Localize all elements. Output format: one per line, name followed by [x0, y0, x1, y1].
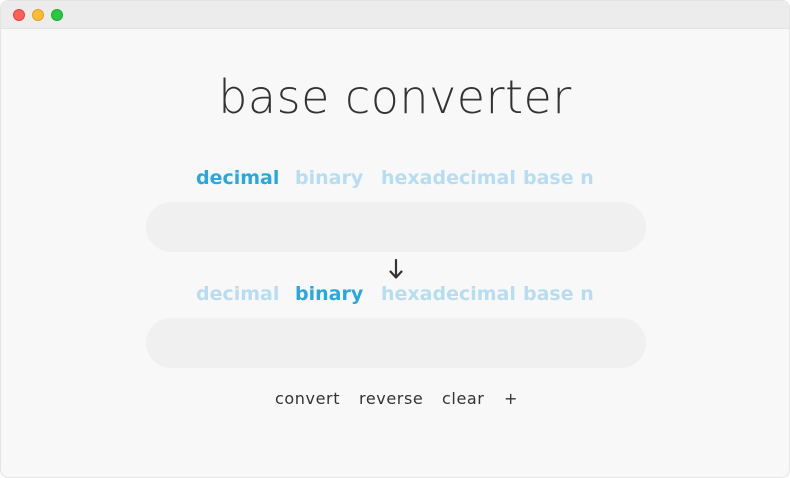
clear-button[interactable]: clear: [442, 389, 485, 408]
close-window-button[interactable]: [13, 9, 25, 21]
app-title: base converter: [218, 70, 572, 124]
minimize-window-button[interactable]: [32, 9, 44, 21]
convert-button[interactable]: convert: [275, 389, 341, 408]
target-tab-base-n[interactable]: base n: [523, 283, 594, 305]
target-tab-decimal[interactable]: decimal: [196, 283, 280, 305]
target-base-tabs: decimal binary hexadecimal base n: [146, 280, 646, 310]
action-bar: convert reverse clear +: [1, 388, 789, 412]
source-tab-hexadecimal[interactable]: hexadecimal: [381, 167, 516, 189]
output-number-field[interactable]: [146, 318, 646, 368]
source-tab-binary[interactable]: binary: [295, 167, 364, 189]
reverse-button[interactable]: reverse: [359, 389, 424, 408]
input-number-field[interactable]: [146, 202, 646, 252]
target-tab-hexadecimal[interactable]: hexadecimal: [381, 283, 516, 305]
source-base-tabs: decimal binary hexadecimal base n: [146, 164, 646, 194]
title-bar: [1, 1, 789, 29]
down-arrow-icon: [389, 258, 403, 279]
target-tab-binary[interactable]: binary: [295, 283, 364, 305]
add-button[interactable]: +: [504, 389, 519, 408]
source-tab-decimal[interactable]: decimal: [196, 167, 280, 189]
source-tab-base-n[interactable]: base n: [523, 167, 594, 189]
maximize-window-button[interactable]: [51, 9, 63, 21]
